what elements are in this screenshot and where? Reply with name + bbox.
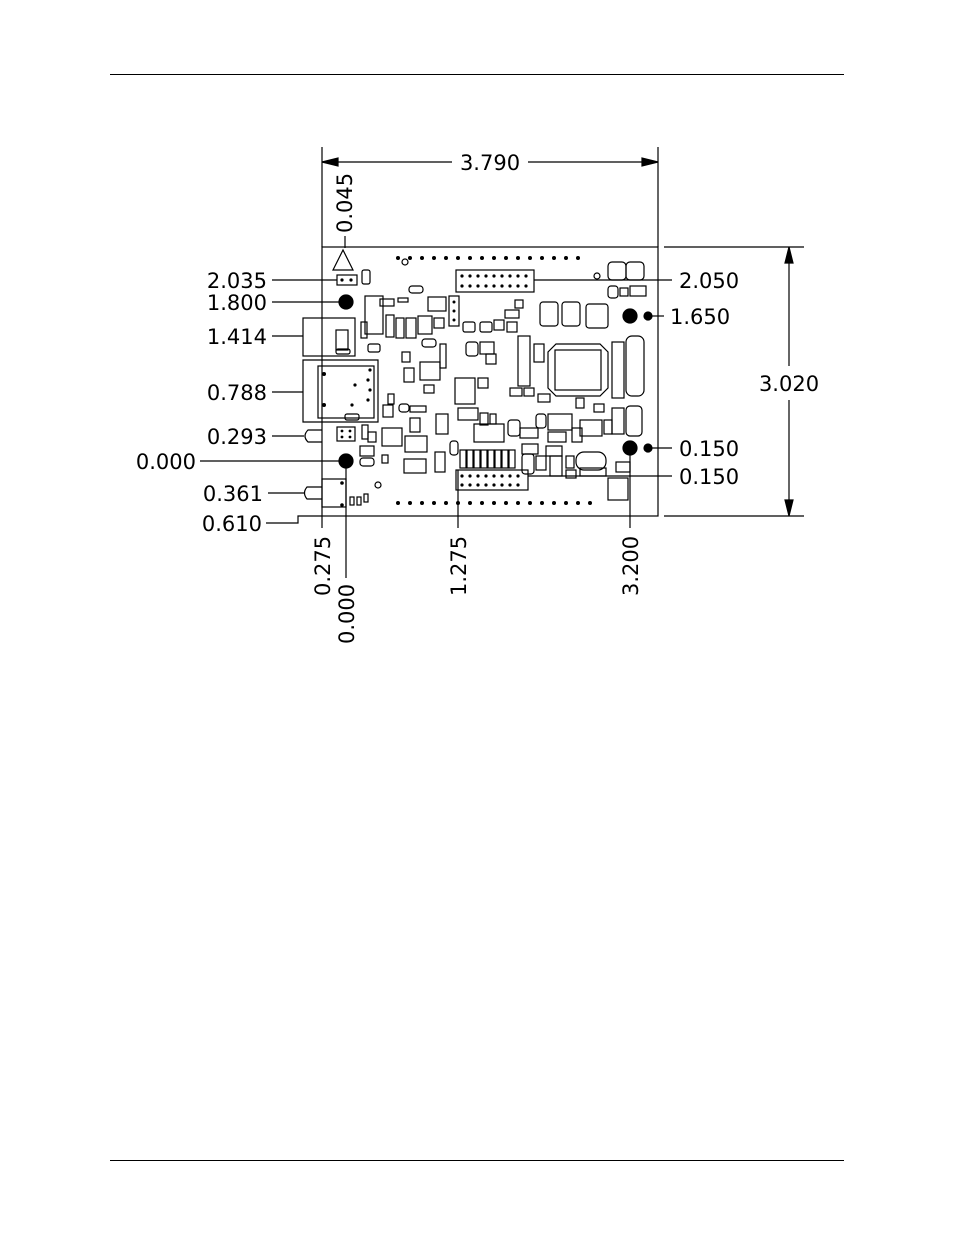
- dim-bottom-3200: 3.200: [619, 536, 643, 596]
- jumper-2035: [336, 274, 358, 286]
- dim-bottom-0275: 0.275: [311, 536, 335, 596]
- dim-left-1800: 1.800: [207, 291, 267, 315]
- connector-0788: [302, 359, 379, 423]
- dim-left-0610: 0.610: [202, 512, 262, 536]
- dim-right-1650: 1.650: [670, 305, 730, 329]
- board-outline: [321, 246, 659, 517]
- connector-0293: [304, 429, 322, 443]
- tooling-hole-top: [401, 258, 409, 266]
- dim-right-0150-b: 0.150: [679, 465, 739, 489]
- dim-bottom-1275: 1.275: [447, 536, 471, 596]
- bottom-header-block: [455, 469, 529, 491]
- bottom-pin-row: [396, 501, 592, 505]
- dim-left-2035: 2.035: [207, 269, 267, 293]
- footer-rule: [110, 1160, 844, 1161]
- dim-left-1414: 1.414: [207, 325, 267, 349]
- width-arrow-left: [321, 157, 339, 167]
- leader-0610: [266, 515, 322, 524]
- top-pin-row: [396, 256, 580, 260]
- mounting-hole-bottom-right: [622, 440, 638, 456]
- header-rule: [110, 74, 844, 75]
- dim-left-0788: 0.788: [207, 381, 267, 405]
- components: [359, 261, 647, 501]
- dim-width: 3.790: [460, 151, 520, 175]
- height-arrow-top: [784, 246, 794, 264]
- dim-bottom-0000: 0.000: [335, 584, 359, 644]
- hole-dot-0150: [643, 443, 653, 453]
- dim-height: 3.020: [759, 372, 819, 396]
- jumper-vertical: [448, 295, 460, 327]
- mounting-hole-bottom-left: [338, 453, 354, 469]
- fiducial-triangle: [332, 248, 354, 271]
- top-header-block: [455, 269, 535, 293]
- mounting-hole-top-right: [622, 308, 638, 324]
- width-arrow-right: [641, 157, 659, 167]
- dim-offset-045: 0.045: [333, 173, 357, 233]
- tooling-hole-right: [593, 272, 601, 280]
- resistor-array: [459, 449, 516, 469]
- connector-1414: [302, 317, 356, 357]
- dim-left-0293: 0.293: [207, 425, 267, 449]
- dim-right-0150-a: 0.150: [679, 437, 739, 461]
- mounting-hole-top-left: [338, 294, 354, 310]
- dim-left-0361: 0.361: [203, 482, 263, 506]
- dim-right-2050: 2.050: [679, 269, 739, 293]
- height-arrow-bottom: [784, 499, 794, 517]
- dim-left-0000: 0.000: [136, 450, 196, 474]
- hole-dot-1650: [643, 311, 653, 321]
- jumper-0293: [336, 426, 356, 442]
- tooling-hole-bottom: [374, 481, 382, 489]
